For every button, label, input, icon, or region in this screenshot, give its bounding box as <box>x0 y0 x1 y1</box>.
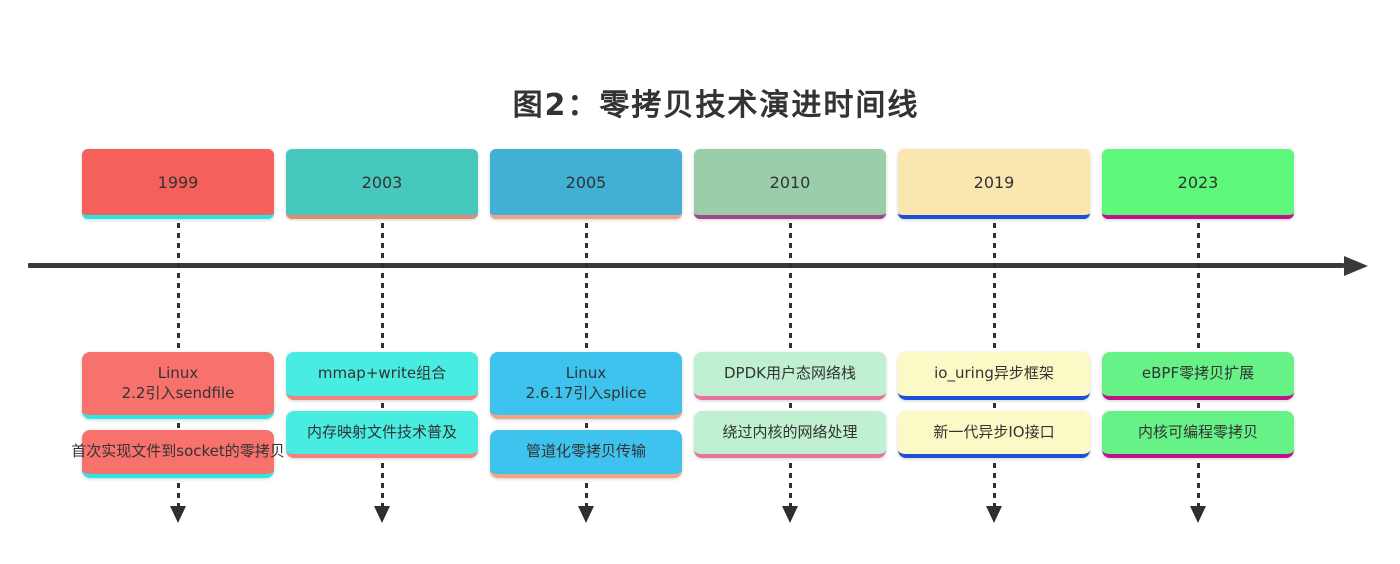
event-box: 内存映射文件技术普及 <box>286 410 478 458</box>
timeline-arrowhead-icon <box>1344 256 1368 276</box>
event-list: eBPF零拷贝扩展 内核可编程零拷贝 <box>1102 352 1294 458</box>
event-list: Linux 2.6.17引入splice 管道化零拷贝传输 <box>490 352 682 478</box>
year-box-2005: 2005 <box>490 149 682 219</box>
event-box: 管道化零拷贝传输 <box>490 430 682 478</box>
event-box: Linux 2.2引入sendfile <box>82 352 274 419</box>
timeline-axis-line <box>28 263 1344 268</box>
year-box-2019: 2019 <box>898 149 1090 219</box>
down-arrowhead-icon <box>782 506 798 523</box>
year-label: 2005 <box>565 172 607 192</box>
down-arrowhead-icon <box>374 506 390 523</box>
down-arrowhead-icon <box>578 506 594 523</box>
year-label: 2003 <box>361 172 403 192</box>
timeline-column-2023: 2023 eBPF零拷贝扩展 内核可编程零拷贝 <box>1102 0 1294 564</box>
event-box: mmap+write组合 <box>286 352 478 400</box>
timeline-column-2005: 2005 Linux 2.6.17引入splice 管道化零拷贝传输 <box>490 0 682 564</box>
event-box: 新一代异步IO接口 <box>898 410 1090 458</box>
down-arrowhead-icon <box>170 506 186 523</box>
event-box: eBPF零拷贝扩展 <box>1102 352 1294 400</box>
year-box-2023: 2023 <box>1102 149 1294 219</box>
down-arrowhead-icon <box>986 506 1002 523</box>
down-arrowhead-icon <box>1190 506 1206 523</box>
event-box: Linux 2.6.17引入splice <box>490 352 682 419</box>
event-box: io_uring异步框架 <box>898 352 1090 400</box>
event-box: 首次实现文件到socket的零拷贝 <box>71 430 285 478</box>
event-list: mmap+write组合 内存映射文件技术普及 <box>286 352 478 458</box>
year-box-1999: 1999 <box>82 149 274 219</box>
diagram-title: 图2：零拷贝技术演进时间线 <box>512 88 920 123</box>
timeline-column-2010: 2010 DPDK用户态网络栈 绕过内核的网络处理 <box>694 0 886 564</box>
event-box: DPDK用户态网络栈 <box>694 352 886 400</box>
timeline-column-2019: 2019 io_uring异步框架 新一代异步IO接口 <box>898 0 1090 564</box>
event-box: 绕过内核的网络处理 <box>694 410 886 458</box>
year-label: 2019 <box>973 172 1015 192</box>
timeline-column-2003: 2003 mmap+write组合 内存映射文件技术普及 <box>286 0 478 564</box>
year-label: 2010 <box>769 172 811 192</box>
event-box: 内核可编程零拷贝 <box>1102 410 1294 458</box>
event-list: io_uring异步框架 新一代异步IO接口 <box>898 352 1090 458</box>
year-label: 2023 <box>1177 172 1219 192</box>
year-box-2010: 2010 <box>694 149 886 219</box>
event-list: Linux 2.2引入sendfile 首次实现文件到socket的零拷贝 <box>71 352 285 478</box>
year-box-2003: 2003 <box>286 149 478 219</box>
event-list: DPDK用户态网络栈 绕过内核的网络处理 <box>694 352 886 458</box>
timeline-column-1999: 1999 Linux 2.2引入sendfile 首次实现文件到socket的零… <box>71 0 285 564</box>
year-label: 1999 <box>157 172 199 192</box>
